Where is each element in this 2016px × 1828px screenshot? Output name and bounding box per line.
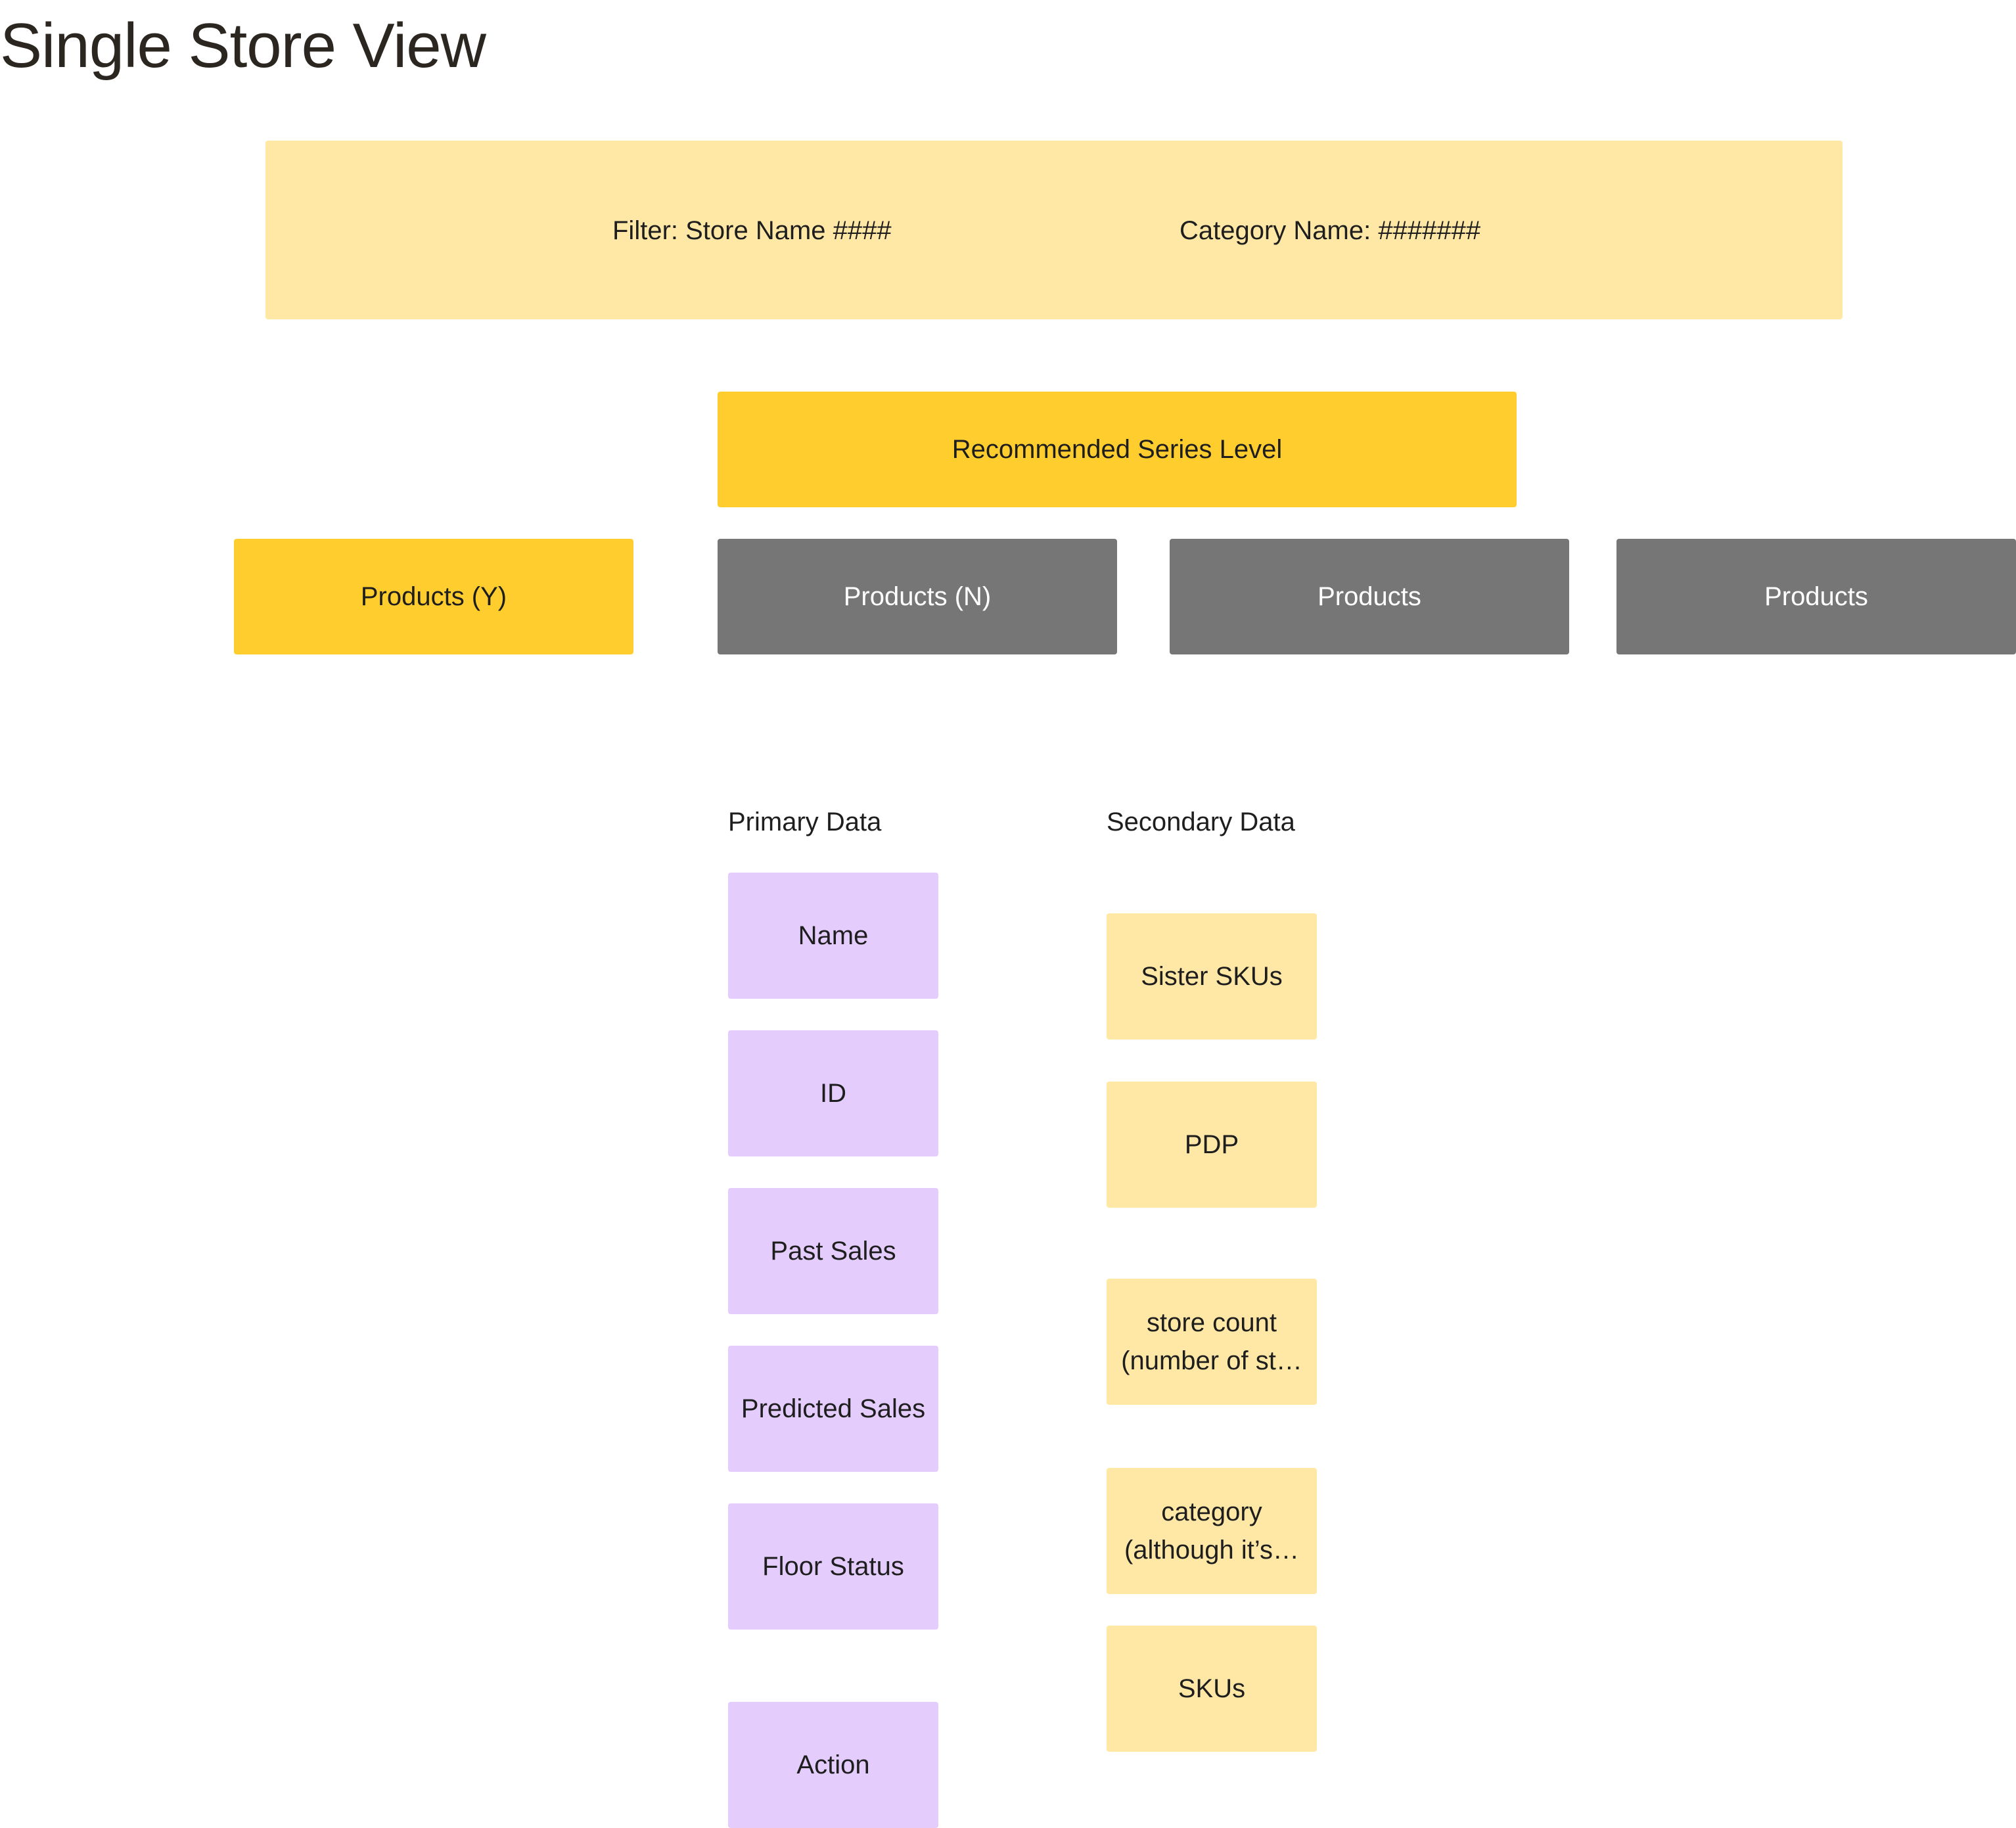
store-filter[interactable]: Filter: Store Name #### — [612, 216, 892, 245]
primary-data-heading: Primary Data — [728, 808, 882, 836]
secondary-item-category: category (although it’s… — [1107, 1468, 1317, 1594]
primary-item-past-sales: Past Sales — [728, 1188, 938, 1314]
category-filter[interactable]: Category Name: ####### — [1180, 216, 1481, 245]
secondary-item-skus: SKUs — [1107, 1626, 1317, 1752]
filter-bar — [265, 141, 1843, 319]
secondary-item-pdp: PDP — [1107, 1082, 1317, 1208]
primary-item-floor-status: Floor Status — [728, 1503, 938, 1630]
products-no-tab[interactable]: Products (N) — [718, 539, 1117, 654]
secondary-item-store-count: store count (number of st… — [1107, 1279, 1317, 1405]
primary-item-id: ID — [728, 1030, 938, 1156]
products-tab-3[interactable]: Products — [1170, 539, 1569, 654]
products-yes-tab[interactable]: Products (Y) — [234, 539, 633, 654]
products-tab-4[interactable]: Products — [1616, 539, 2016, 654]
primary-item-name: Name — [728, 873, 938, 999]
primary-item-predicted-sales: Predicted Sales — [728, 1346, 938, 1472]
secondary-item-sister-skus: Sister SKUs — [1107, 913, 1317, 1040]
secondary-data-heading: Secondary Data — [1107, 808, 1295, 836]
recommended-series-level: Recommended Series Level — [718, 392, 1517, 507]
primary-item-action: Action — [728, 1702, 938, 1828]
page-title: Single Store View — [0, 11, 486, 81]
